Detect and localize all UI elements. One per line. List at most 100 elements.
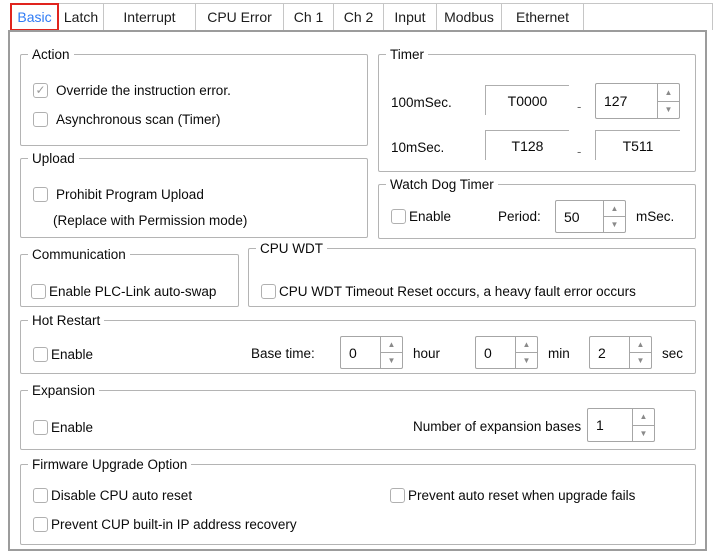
firmware-upgrade-group-title: Firmware Upgrade Option [28, 456, 192, 473]
sec-spin-up-icon[interactable]: ▲ [630, 337, 651, 353]
hot-restart-group-title: Hot Restart [28, 312, 105, 329]
prevent-auto-reset-label: Prevent auto reset when upgrade fails [408, 487, 636, 503]
tab-modbus-label: Modbus [444, 9, 494, 25]
tab-ch1[interactable]: Ch 1 [284, 4, 334, 30]
tab-input-label: Input [394, 9, 426, 25]
timer-10ms-end-field[interactable]: T511 [595, 130, 680, 160]
prevent-ip-recovery-checkbox[interactable] [33, 516, 48, 532]
tab-latch[interactable]: Latch [59, 4, 104, 30]
cpu-wdt-timeout-label: CPU WDT Timeout Reset occurs, a heavy fa… [279, 283, 636, 299]
prohibit-program-upload-row: Prohibit Program Upload [33, 185, 204, 203]
hot-restart-enable-checkbox[interactable] [33, 346, 48, 362]
wdt-period-spin-down-icon[interactable]: ▼ [610, 220, 619, 229]
wdt-enable-label: Enable [409, 208, 452, 224]
hot-restart-enable-row: Enable [33, 345, 93, 363]
tab-interrupt-label: Interrupt [123, 9, 176, 25]
wdt-period-spin-up-icon[interactable]: ▲ [604, 201, 625, 217]
upload-note-text: (Replace with Permission mode) [53, 213, 248, 228]
cpu-wdt-timeout-row: CPU WDT Timeout Reset occurs, a heavy fa… [261, 282, 636, 300]
prevent-auto-reset-row: Prevent auto reset when upgrade fails [390, 486, 635, 504]
expansion-bases-spinner: 1 ▲ ▼ [587, 408, 655, 442]
sec-spin-down-icon[interactable]: ▼ [636, 356, 645, 365]
timer-10ms-start-value: T128 [511, 137, 544, 154]
timer-100ms-end-value[interactable]: 127 [604, 93, 628, 109]
wdt-period-spinner: 50 ▲ ▼ [555, 200, 626, 233]
hot-restart-enable-label: Enable [51, 346, 94, 362]
communication-group-title: Communication [28, 246, 130, 263]
timer-100ms-spin-up-icon[interactable]: ▲ [658, 84, 679, 102]
tab-basic[interactable]: Basic [10, 3, 59, 31]
hour-spin-down-icon[interactable]: ▼ [387, 356, 396, 365]
expansion-group: Expansion Enable Number of expansion bas… [20, 382, 696, 450]
tab-ethernet-label: Ethernet [516, 9, 569, 25]
base-time-min-spinner: 0 ▲ ▼ [475, 336, 538, 369]
disable-cpu-auto-reset-checkbox[interactable] [33, 487, 48, 503]
wdt-period-label: Period: [498, 209, 541, 224]
override-instruction-error-checkbox[interactable] [33, 82, 48, 98]
tab-input[interactable]: Input [384, 4, 437, 30]
sec-unit-label: sec [662, 346, 684, 361]
timer-100ms-spin-down-icon[interactable]: ▼ [664, 105, 673, 115]
timer-100ms-end-spinner: 127 ▲ ▼ [595, 83, 680, 119]
expansion-enable-label: Enable [51, 419, 94, 435]
timer-10ms-start-field[interactable]: T128 [485, 130, 569, 160]
timer-10ms-label: 10mSec. [391, 140, 445, 155]
expansion-spin-up-icon[interactable]: ▲ [633, 409, 654, 426]
hour-unit-label: hour [413, 346, 441, 361]
tab-ch2[interactable]: Ch 2 [334, 4, 384, 30]
timer-100ms-label: 100mSec. [391, 95, 452, 110]
prevent-auto-reset-checkbox[interactable] [390, 487, 405, 503]
timer-10ms-range-dash: - [577, 144, 582, 159]
communication-group: Communication Enable PLC-Link auto-swap [20, 246, 239, 307]
tab-ethernet[interactable]: Ethernet [502, 4, 584, 30]
expansion-enable-checkbox[interactable] [33, 419, 48, 435]
tab-cpu-error[interactable]: CPU Error [196, 4, 284, 30]
wdt-unit-label: mSec. [636, 209, 675, 224]
asynchronous-scan-checkbox[interactable] [33, 111, 48, 127]
hour-spin-up-icon[interactable]: ▲ [381, 337, 402, 353]
tab-modbus[interactable]: Modbus [437, 4, 502, 30]
cpu-wdt-group-title: CPU WDT [256, 240, 327, 257]
base-time-sec-spinner: 2 ▲ ▼ [589, 336, 652, 369]
timer-10ms-end-value: T511 [622, 137, 654, 154]
base-time-hour-spinner: 0 ▲ ▼ [340, 336, 403, 369]
watch-dog-timer-group-title: Watch Dog Timer [386, 176, 498, 193]
tab-ch1-label: Ch 1 [293, 9, 324, 25]
base-time-hour-value[interactable]: 0 [349, 344, 357, 361]
timer-group: Timer 100mSec. T0000 - 127 ▲ ▼ 10mSec. T… [378, 46, 696, 172]
wdt-period-value[interactable]: 50 [564, 208, 580, 225]
plc-link-autoswap-checkbox[interactable] [31, 283, 46, 299]
firmware-upgrade-group: Firmware Upgrade Option Disable CPU auto… [20, 456, 696, 545]
cpu-wdt-timeout-checkbox[interactable] [261, 283, 276, 299]
hot-restart-group: Hot Restart Enable Base time: 0 ▲ ▼ hour… [20, 312, 696, 374]
upload-group: Upload Prohibit Program Upload (Replace … [20, 150, 368, 238]
prevent-ip-recovery-label: Prevent CUP built-in IP address recovery [51, 516, 297, 532]
wdt-enable-checkbox[interactable] [391, 208, 406, 224]
action-group-title: Action [28, 46, 74, 63]
upload-group-title: Upload [28, 150, 79, 167]
tab-cpu-error-label: CPU Error [207, 9, 272, 25]
tab-latch-label: Latch [63, 9, 99, 25]
disable-cpu-auto-reset-row: Disable CPU auto reset [33, 486, 192, 504]
base-time-label: Base time: [251, 346, 315, 361]
expansion-spin-down-icon[interactable]: ▼ [639, 428, 648, 438]
timer-100ms-start-field[interactable]: T0000 [485, 85, 569, 115]
expansion-enable-row: Enable [33, 418, 93, 436]
timer-100ms-start-value: T0000 [507, 92, 548, 109]
base-time-min-value[interactable]: 0 [484, 344, 492, 361]
min-spin-up-icon[interactable]: ▲ [516, 337, 537, 353]
timer-group-title: Timer [386, 46, 428, 63]
disable-cpu-auto-reset-label: Disable CPU auto reset [51, 487, 193, 503]
prohibit-program-upload-label: Prohibit Program Upload [56, 186, 204, 202]
expansion-bases-value[interactable]: 1 [596, 417, 604, 433]
timer-100ms-range-dash: - [577, 99, 582, 114]
override-instruction-error-label: Override the instruction error. [56, 82, 231, 98]
min-spin-down-icon[interactable]: ▼ [522, 356, 531, 365]
action-group: Action Override the instruction error. A… [20, 46, 368, 146]
tab-basic-label: Basic [17, 9, 52, 25]
min-unit-label: min [548, 346, 570, 361]
tab-interrupt[interactable]: Interrupt [104, 4, 196, 30]
prohibit-program-upload-checkbox[interactable] [33, 186, 48, 202]
base-time-sec-value[interactable]: 2 [598, 344, 606, 361]
